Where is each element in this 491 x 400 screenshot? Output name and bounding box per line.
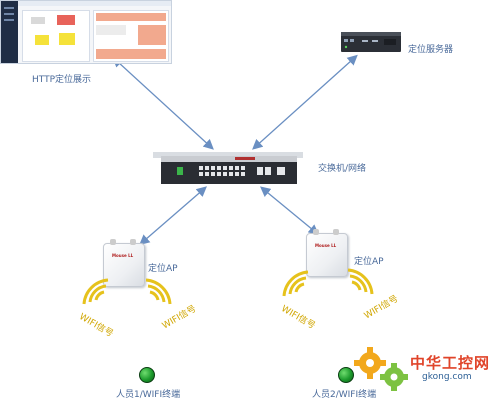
watermark-url: gkong.com [422, 372, 472, 382]
ap-logo: Mouse LL [112, 253, 134, 258]
terminal-2-node [338, 367, 354, 383]
label-http-display: HTTP定位展示 [32, 75, 92, 85]
label-terminal-2: 人员2/WIFI终端 [312, 390, 377, 400]
dashboard-thumbnail [0, 0, 172, 64]
dashboard-sidebar [1, 1, 18, 63]
label-ap-1: 定位AP [148, 264, 178, 274]
ap-logo: Mouse LL [315, 243, 337, 248]
label-switch: 交换机/网络 [318, 164, 367, 174]
arrow-ap2-switch [259, 186, 320, 235]
dashboard-topbar [18, 1, 171, 6]
dashboard-panel-right [93, 10, 169, 62]
terminal-1-node [139, 367, 155, 383]
label-server: 定位服务器 [408, 45, 454, 55]
dashboard-panel-left [22, 10, 90, 62]
arrow-ap1-switch [139, 186, 207, 246]
ap-device-2: Mouse LL [306, 229, 348, 277]
label-ap-2: 定位AP [354, 257, 384, 267]
watermark-title: 中华工控网 [410, 354, 491, 372]
switch-device [153, 152, 303, 184]
arrow-server-switch [252, 54, 358, 150]
watermark-gear-icon [354, 347, 408, 391]
ap-device-1: Mouse LL [103, 239, 145, 287]
arrow-dashboard-switch [112, 56, 214, 150]
server-device [341, 32, 401, 52]
label-terminal-1: 人员1/WIFI终端 [116, 390, 181, 400]
